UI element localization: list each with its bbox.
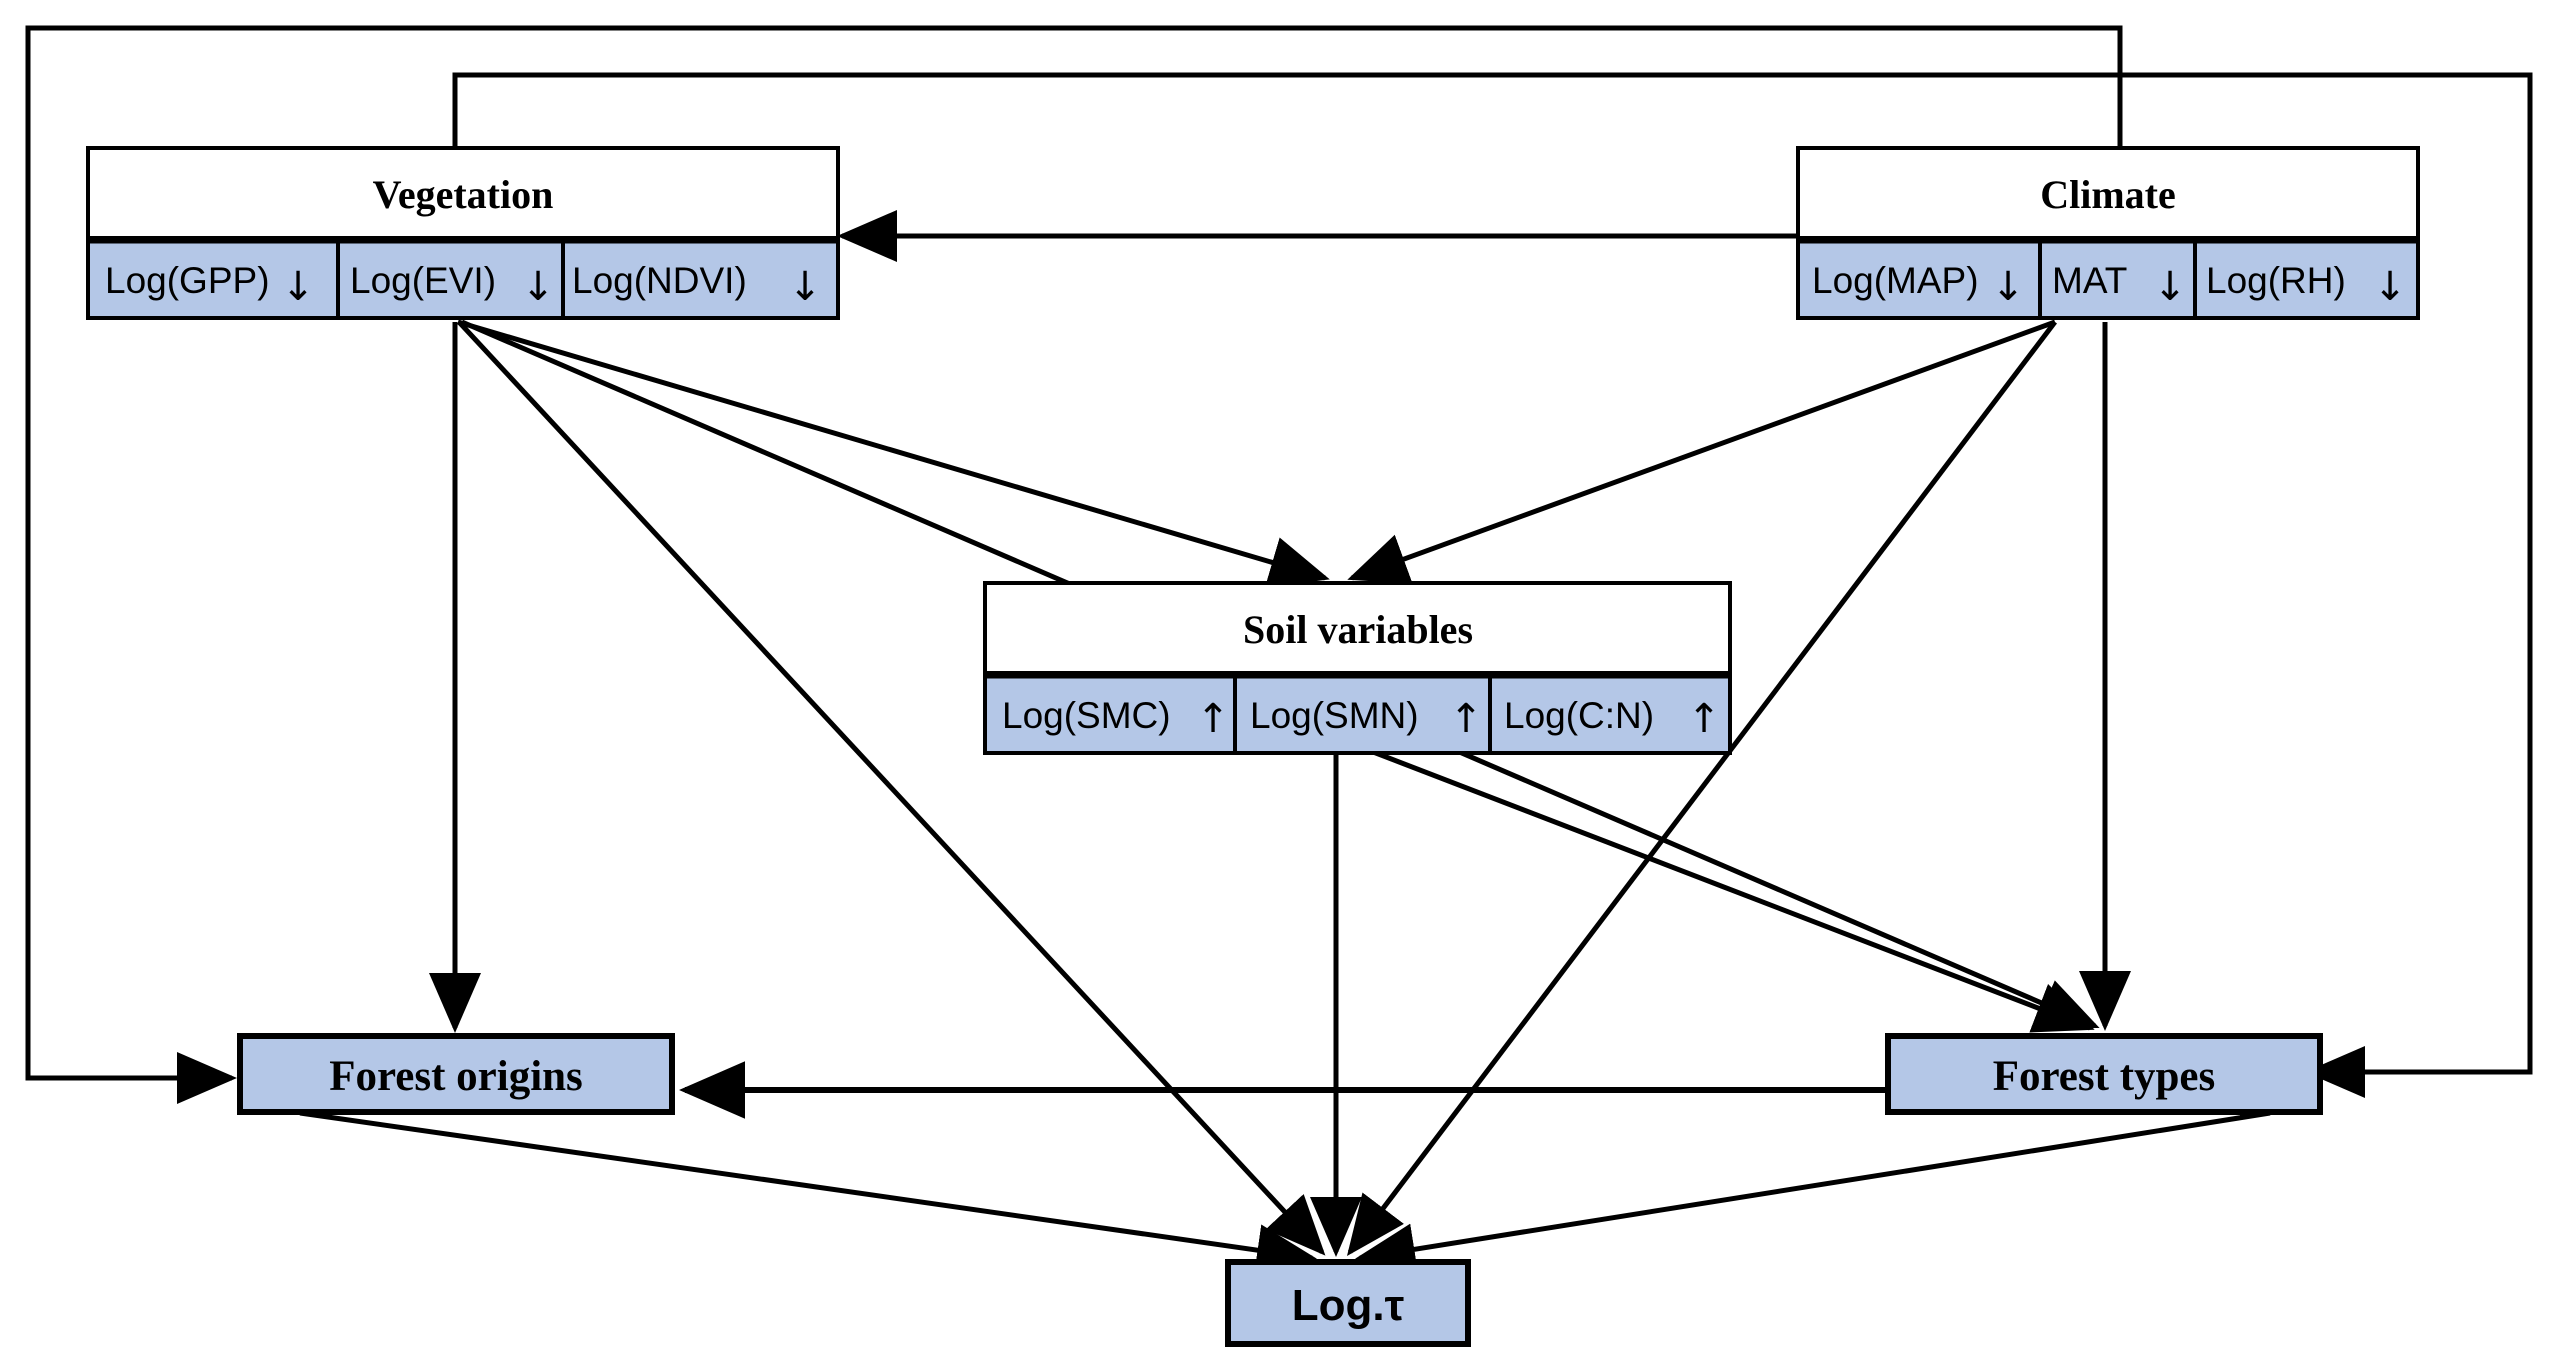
climate-indicator-map[interactable]: Log(MAP) ↓ <box>1812 260 2025 310</box>
log-tau-box <box>1225 1259 1471 1347</box>
down-arrow-icon: ↓ <box>1991 264 2025 310</box>
edge-vegetation-to-soil <box>457 319 1330 588</box>
forest-origins-label: Forest origins <box>329 1053 583 1100</box>
soil-indicator-strip <box>983 671 1732 755</box>
forest-types-label: Forest types <box>1993 1053 2216 1100</box>
vegetation-indicator-gpp[interactable]: Log(GPP) ↓ <box>105 260 315 310</box>
node-forest-types[interactable]: Forest types <box>1885 1033 2323 1115</box>
edge-forest-origins-to-log-tau <box>299 1110 1317 1276</box>
log-tau-label: Log.τ <box>1292 1281 1405 1330</box>
forest-types-box <box>1885 1033 2323 1115</box>
climate-indicator-rh-label: Log(RH) <box>2206 260 2346 301</box>
soil-indicator-smn[interactable]: Log(SMN) ↑ <box>1250 695 1483 742</box>
soil-title-box <box>983 581 1732 675</box>
vegetation-title: Vegetation <box>373 172 554 217</box>
forest-origins-box <box>237 1033 675 1115</box>
construct-soil-variables[interactable]: Soil variables Log(SMC) ↑ Log(SMN) ↑ Log… <box>983 581 1732 755</box>
soil-indicator-cn[interactable]: Log(C:N) ↑ <box>1504 695 1721 742</box>
climate-title-box <box>1796 146 2420 240</box>
soil-title: Soil variables <box>1243 607 1473 652</box>
up-arrow-icon: ↑ <box>1196 696 1230 742</box>
climate-indicator-mat-label: MAT <box>2052 260 2127 301</box>
down-arrow-icon: ↓ <box>2373 264 2407 310</box>
soil-indicator-smc-label: Log(SMC) <box>1002 695 1171 736</box>
climate-title: Climate <box>2040 172 2176 217</box>
edge-soil-to-forest-types <box>1354 742 2095 1033</box>
soil-indicator-cn-label: Log(C:N) <box>1504 695 1654 736</box>
climate-indicator-map-label: Log(MAP) <box>1812 260 1979 301</box>
vegetation-indicator-ndvi[interactable]: Log(NDVI) ↓ <box>572 260 822 310</box>
up-arrow-icon: ↑ <box>1687 696 1721 742</box>
soil-indicator-smc[interactable]: Log(SMC) ↑ <box>1002 695 1230 742</box>
down-arrow-icon: ↓ <box>521 264 555 310</box>
edge-vegetation-to-forest-origins-routed <box>25 25 2123 1105</box>
climate-indicator-strip <box>1796 236 2420 320</box>
construct-climate[interactable]: Climate Log(MAP) ↓ MAT ↓ Log(RH) ↓ <box>1796 146 2420 320</box>
up-arrow-icon: ↑ <box>1449 696 1483 742</box>
down-arrow-icon: ↓ <box>281 264 315 310</box>
climate-indicator-rh[interactable]: Log(RH) ↓ <box>2206 260 2407 310</box>
vegetation-indicator-evi[interactable]: Log(EVI) ↓ <box>350 260 555 310</box>
down-arrow-icon: ↓ <box>2153 264 2187 310</box>
edge-forest-types-to-log-tau <box>1355 1110 2271 1276</box>
edge-climate-to-forest-types-routed <box>452 72 2533 1098</box>
vegetation-indicator-evi-label: Log(EVI) <box>350 260 496 301</box>
node-forest-origins[interactable]: Forest origins <box>237 1033 675 1115</box>
climate-indicator-mat[interactable]: MAT ↓ <box>2052 260 2187 310</box>
node-log-tau[interactable]: Log.τ <box>1225 1259 1471 1347</box>
vegetation-indicator-ndvi-label: Log(NDVI) <box>572 260 747 301</box>
edge-climate-to-soil <box>1347 319 2056 584</box>
soil-indicator-smn-label: Log(SMN) <box>1250 695 1419 736</box>
construct-vegetation[interactable]: Vegetation Log(GPP) ↓ Log(EVI) ↓ Log(NDV… <box>86 146 840 320</box>
down-arrow-icon: ↓ <box>788 264 822 310</box>
vegetation-indicator-gpp-label: Log(GPP) <box>105 260 270 301</box>
vegetation-title-box <box>86 146 840 240</box>
